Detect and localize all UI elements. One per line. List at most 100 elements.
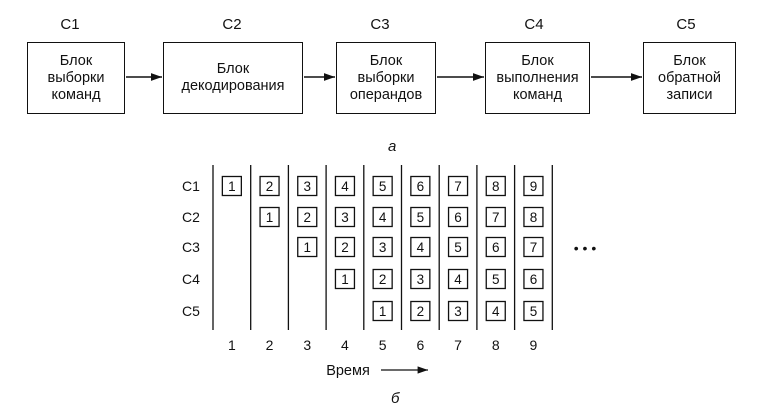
instruction-number: 7 bbox=[492, 210, 500, 225]
instruction-cell bbox=[334, 268, 356, 290]
row-label-c3: C3 bbox=[182, 239, 200, 255]
stage-label-c4: C4 bbox=[524, 16, 544, 33]
instruction-number: 4 bbox=[417, 240, 425, 255]
instruction-number: 7 bbox=[454, 179, 462, 194]
row-label-c5: C5 bbox=[182, 303, 200, 319]
stage-label-c1: C1 bbox=[60, 16, 80, 33]
time-tick-label: 2 bbox=[266, 337, 274, 353]
instruction-number: 6 bbox=[492, 240, 500, 255]
instruction-number: 1 bbox=[303, 240, 311, 255]
caption-a: а bbox=[388, 138, 397, 155]
instruction-cell bbox=[410, 206, 431, 228]
time-tick-label: 3 bbox=[303, 337, 311, 353]
instruction-number: 2 bbox=[266, 179, 274, 194]
instruction-cell bbox=[523, 236, 544, 258]
instruction-number: 9 bbox=[530, 179, 538, 194]
instruction-number: 5 bbox=[492, 272, 500, 287]
instruction-number: 8 bbox=[492, 179, 500, 194]
instruction-cell bbox=[523, 300, 544, 322]
instruction-number: 5 bbox=[379, 179, 387, 194]
instruction-number: 3 bbox=[341, 210, 349, 225]
instruction-number: 5 bbox=[417, 210, 425, 225]
time-tick-label: 9 bbox=[530, 337, 538, 353]
instruction-number: 7 bbox=[530, 240, 538, 255]
time-tick-label: 4 bbox=[341, 337, 349, 353]
instruction-cell bbox=[297, 175, 318, 197]
instruction-cell bbox=[410, 175, 431, 197]
instruction-cell bbox=[372, 175, 393, 197]
instruction-number: 1 bbox=[228, 179, 236, 194]
stage-box-operand-fetch: Блок выборки операндов bbox=[336, 42, 436, 114]
instruction-number: 1 bbox=[379, 304, 387, 319]
instruction-number: 4 bbox=[379, 210, 387, 225]
instruction-cell bbox=[523, 175, 544, 197]
instruction-cell bbox=[410, 236, 431, 258]
instruction-cell bbox=[334, 236, 356, 258]
time-axis-label: Время bbox=[326, 363, 370, 379]
instruction-number: 3 bbox=[454, 304, 462, 319]
instruction-cell bbox=[447, 300, 469, 322]
instruction-cell bbox=[334, 175, 356, 197]
instruction-cell bbox=[372, 300, 393, 322]
instruction-cell bbox=[447, 206, 469, 228]
stage-label-c2: C2 bbox=[222, 16, 242, 33]
time-tick-label: 1 bbox=[228, 337, 236, 353]
instruction-number: 5 bbox=[530, 304, 538, 319]
instruction-cell bbox=[523, 268, 544, 290]
instruction-cell bbox=[221, 175, 243, 197]
time-tick-label: 6 bbox=[416, 337, 424, 353]
time-tick-label: 7 bbox=[454, 337, 462, 353]
instruction-number: 6 bbox=[417, 179, 425, 194]
instruction-cell bbox=[410, 300, 431, 322]
instruction-number: 1 bbox=[341, 272, 349, 287]
instruction-number: 2 bbox=[417, 304, 425, 319]
instruction-cell bbox=[259, 206, 280, 228]
row-label-c4: C4 bbox=[182, 271, 200, 287]
instruction-number: 6 bbox=[454, 210, 462, 225]
caption-b: б bbox=[391, 390, 400, 407]
instruction-cell bbox=[485, 206, 506, 228]
stage-box-writeback: Блок обратной записи bbox=[643, 42, 736, 114]
continuation-ellipsis: • • • bbox=[574, 240, 597, 256]
stage-label-c3: C3 bbox=[370, 16, 390, 33]
instruction-cell bbox=[334, 206, 356, 228]
instruction-cell bbox=[485, 175, 506, 197]
instruction-number: 2 bbox=[379, 272, 387, 287]
instruction-number: 6 bbox=[530, 272, 538, 287]
instruction-number: 3 bbox=[379, 240, 387, 255]
instruction-number: 5 bbox=[454, 240, 462, 255]
instruction-cell bbox=[372, 268, 393, 290]
instruction-number: 1 bbox=[266, 210, 274, 225]
instruction-cell bbox=[259, 175, 280, 197]
instruction-cell bbox=[523, 206, 544, 228]
instruction-number: 3 bbox=[303, 179, 311, 194]
instruction-cell bbox=[447, 175, 469, 197]
instruction-cell bbox=[485, 236, 506, 258]
stage-label-c5: C5 bbox=[676, 16, 696, 33]
instruction-number: 4 bbox=[492, 304, 500, 319]
stage-box-fetch: Блок выборки команд bbox=[27, 42, 125, 114]
row-label-c2: C2 bbox=[182, 209, 200, 225]
instruction-cell bbox=[447, 268, 469, 290]
instruction-cell bbox=[372, 206, 393, 228]
time-tick-label: 8 bbox=[492, 337, 500, 353]
instruction-cell bbox=[485, 300, 506, 322]
instruction-number: 4 bbox=[341, 179, 349, 194]
time-tick-label: 5 bbox=[379, 337, 387, 353]
instruction-number: 8 bbox=[530, 210, 538, 225]
instruction-number: 3 bbox=[417, 272, 425, 287]
instruction-cell bbox=[297, 236, 318, 258]
instruction-cell bbox=[297, 206, 318, 228]
instruction-number: 4 bbox=[454, 272, 462, 287]
instruction-number: 2 bbox=[303, 210, 311, 225]
instruction-cell bbox=[485, 268, 506, 290]
instruction-cell bbox=[447, 236, 469, 258]
stage-box-execute: Блок выполнения команд bbox=[485, 42, 590, 114]
instruction-cell bbox=[372, 236, 393, 258]
instruction-cell bbox=[410, 268, 431, 290]
stage-box-decode: Блок декодирования bbox=[163, 42, 303, 114]
instruction-number: 2 bbox=[341, 240, 349, 255]
